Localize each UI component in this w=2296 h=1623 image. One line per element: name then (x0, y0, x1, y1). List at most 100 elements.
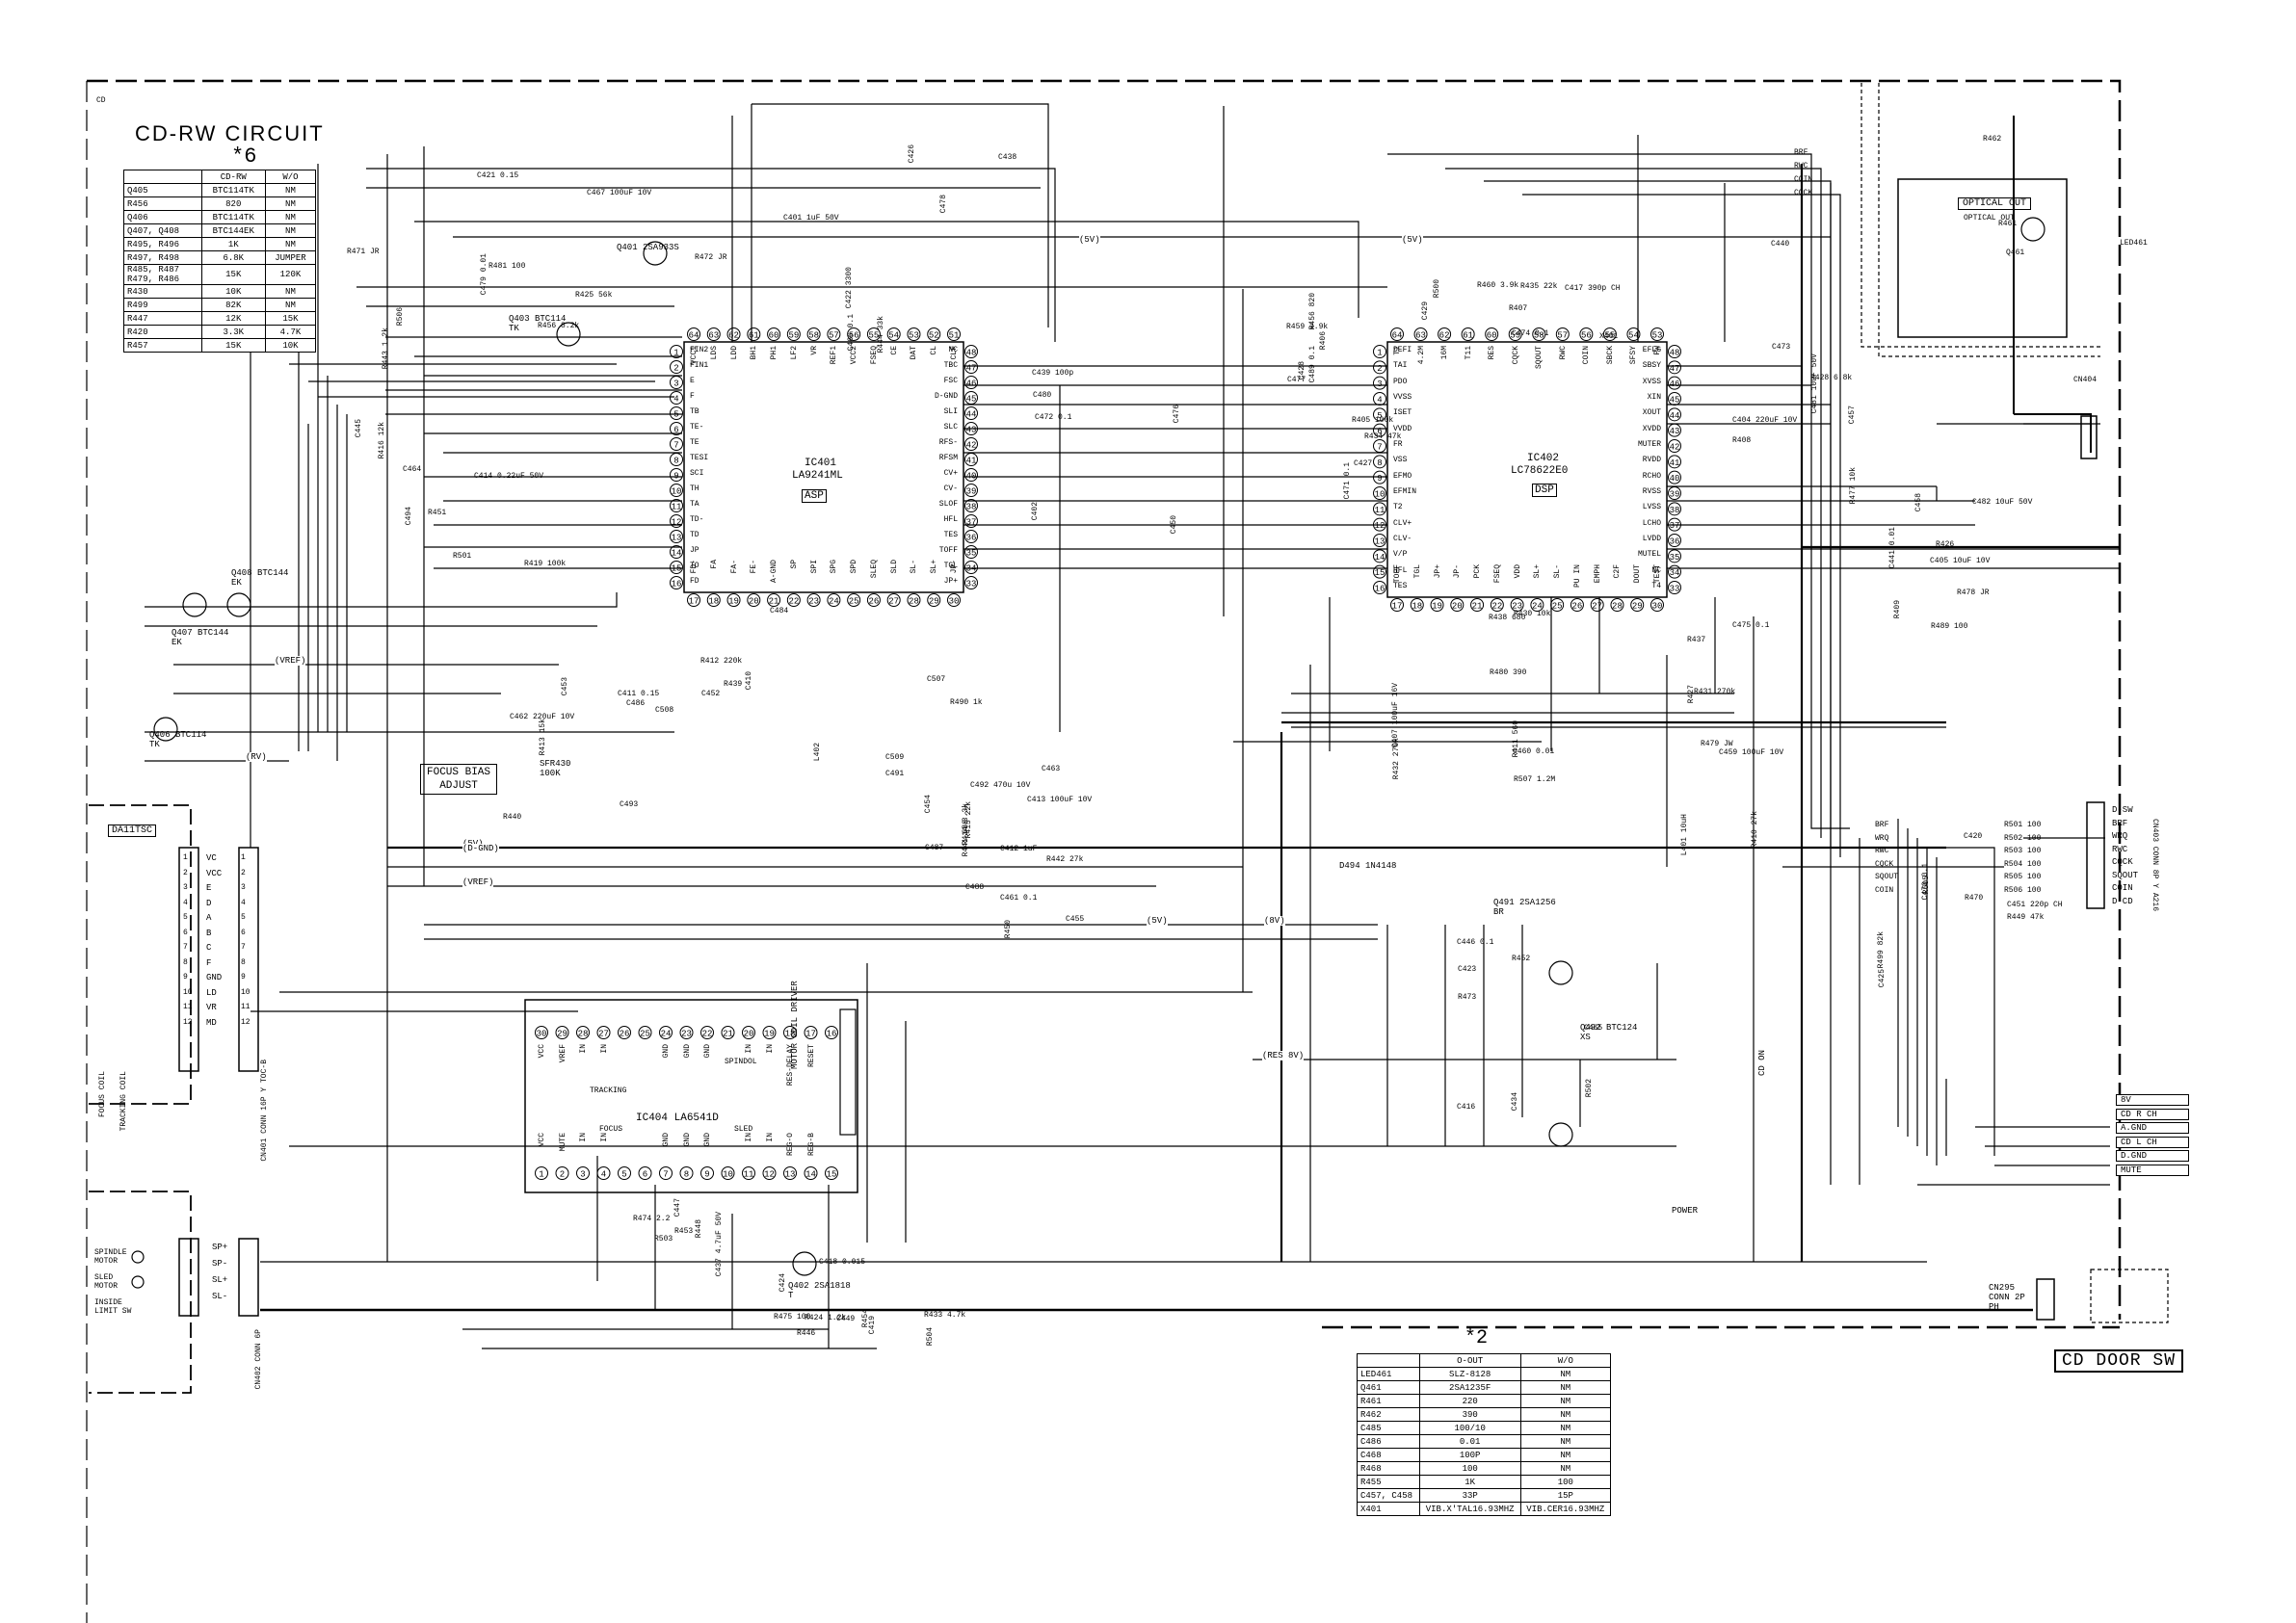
ic402-pin-left-number: 11 (1375, 506, 1386, 515)
ic401-pin-label-right: TGL (943, 562, 958, 570)
top-right-signal: CQCK (1794, 189, 1813, 197)
ic401-pin-left (670, 530, 683, 543)
component-label: C455 (1066, 915, 1085, 924)
ic402-pin-bottom (1410, 598, 1424, 612)
ic401-pin-label-top: LF2 (789, 346, 799, 360)
ic404-group-label: TRACKING (590, 1086, 627, 1095)
ic404-pin-bottom-number: 3 (580, 1170, 585, 1180)
ic401-pin-label-left: TO (690, 562, 699, 570)
ic401-pin-top-number: 58 (808, 331, 819, 341)
component-label: R419 100k (524, 560, 567, 568)
ic402-pin-left (1373, 470, 1386, 484)
ic401-pin-left-number: 7 (673, 441, 678, 451)
ic401-pin-label-left: E (690, 377, 695, 385)
ic404-pin-label-bottom: GND (662, 1133, 671, 1147)
optical-cell: 220 (1418, 1394, 1521, 1408)
ic401-pin-label-bottom: SLEQ (869, 560, 879, 579)
top-right-signal: BRF (1794, 148, 1808, 157)
ic401-pin-top-number: 57 (829, 331, 839, 341)
right-connector-label: D-CD (2112, 896, 2133, 906)
ic404-pin-label-bottom: MUTE (558, 1133, 567, 1152)
component-label: C465 (1584, 1024, 1603, 1033)
ic404-pin-top (742, 1026, 755, 1039)
ic404-pin-label-top: GND (682, 1044, 692, 1059)
ic402-pin-left (1373, 502, 1386, 516)
ic401-pin-right (964, 406, 978, 420)
cdrw-cell: Q406 (123, 210, 202, 224)
component-label: C509 (885, 753, 905, 762)
ic402-pin-bottom (1650, 598, 1664, 612)
component-label: C414 0.22uF 50V (474, 472, 544, 481)
cdrw-cell: Q407, Q408 (123, 223, 202, 238)
ic401-pin-label-left: FIN2 (690, 346, 709, 354)
optical-part-label: R462 (1983, 135, 2002, 144)
component-label: R481 100 (488, 262, 526, 271)
optical-cell: NM (1519, 1448, 1612, 1462)
ic401-pin-left (670, 484, 683, 497)
ic401-pin-top-number: 54 (888, 331, 899, 341)
ic401-pin-bottom (786, 593, 801, 607)
ic404-pin-bottom-number: 9 (704, 1170, 709, 1180)
ic401-pin-bottom (827, 593, 841, 607)
ic404-pin-label-bottom: IN (765, 1133, 775, 1142)
transistor-label: Q491 2SA1256 BR (1493, 898, 1556, 917)
ic402-pin-left-number: 2 (1377, 364, 1382, 374)
ic401-pin-top (907, 327, 921, 341)
ic404-pin-label-bottom: GND (682, 1133, 692, 1147)
ic402-pin-top (1461, 327, 1475, 341)
ic402-pin-left-number: 13 (1375, 537, 1386, 547)
component-label: C481 10uF 50V (1810, 353, 1819, 414)
ic401-pin-bottom-number: 20 (749, 597, 759, 607)
cdrw-cell: R447 (123, 311, 202, 326)
ic401-pin-label-right: TOFF (938, 546, 958, 555)
ic401-pin-right-number: 35 (966, 549, 977, 559)
pickup-pin-number: 4 (241, 898, 246, 907)
cdrw-cell: JUMPER (264, 250, 317, 265)
ic404-pin-label-bottom: GND (703, 1133, 712, 1147)
ic401-pin-right (964, 484, 978, 497)
component-label: R450 (1004, 920, 1013, 939)
pickup-pin-label: A (206, 913, 212, 923)
ic404-pin-bottom-number: 10 (723, 1170, 733, 1180)
ic402-pin-right (1668, 470, 1681, 484)
component-label: C416 (1457, 1103, 1476, 1112)
ic402-pin-label-right: MUTER (1637, 440, 1661, 449)
ic401-pin-label-right: HFL (943, 515, 958, 524)
power-bus-label: 8V (2116, 1094, 2189, 1106)
ic401-pin-left (670, 360, 683, 374)
component-label: R490 1k (950, 698, 983, 707)
right-connector-label: RWC (2112, 844, 2128, 854)
ic402-pin-label-right: NC (1651, 565, 1661, 575)
optical-cell: VIB.CER16.93MHZ (1519, 1502, 1612, 1516)
ic402-pin-top (1508, 327, 1522, 341)
transistor-label: Q492 BTC124 XS (1580, 1023, 1638, 1042)
component-label: R408 (1732, 436, 1752, 445)
right-connector-side-label: SQOUT (1875, 873, 1899, 881)
ic401-pin-label-right: SLC (943, 423, 958, 432)
ic404-pin-top-number: 27 (598, 1030, 609, 1039)
component-label: C438 (998, 153, 1017, 162)
ic401-pin-label-top: VCC1 (690, 346, 699, 365)
ic401-pin-right (964, 514, 978, 528)
ic402-pin-bottom-number: 25 (1552, 602, 1563, 612)
ic404-pin-top (596, 1026, 611, 1039)
ic401-pin-bottom-number: 21 (769, 597, 779, 607)
pickup-pin-number: 8 (183, 957, 188, 967)
component-label: C493 (620, 800, 639, 809)
ic401-pin-label-left: JP (690, 546, 699, 555)
dgnd-label: (D-GND) (462, 844, 499, 853)
cd-door-connector-label: CN295 CONN 2P PH (1989, 1283, 2025, 1312)
ic401-pin-label-left: SCI (690, 469, 704, 478)
right-connector-side-label: RWC (1875, 847, 1889, 855)
ic404-pin-top (659, 1026, 673, 1039)
ic402-pin-right-number: 35 (1670, 553, 1680, 563)
ic401-pin-bottom-number: 19 (728, 597, 739, 607)
component-label: R473 (1458, 993, 1477, 1002)
ic402-pin-label-bottom: JP+ (1433, 564, 1442, 579)
component-label: C462 220uF 10V (510, 713, 575, 721)
cdrw-header-cell: CD-RW (200, 170, 266, 184)
